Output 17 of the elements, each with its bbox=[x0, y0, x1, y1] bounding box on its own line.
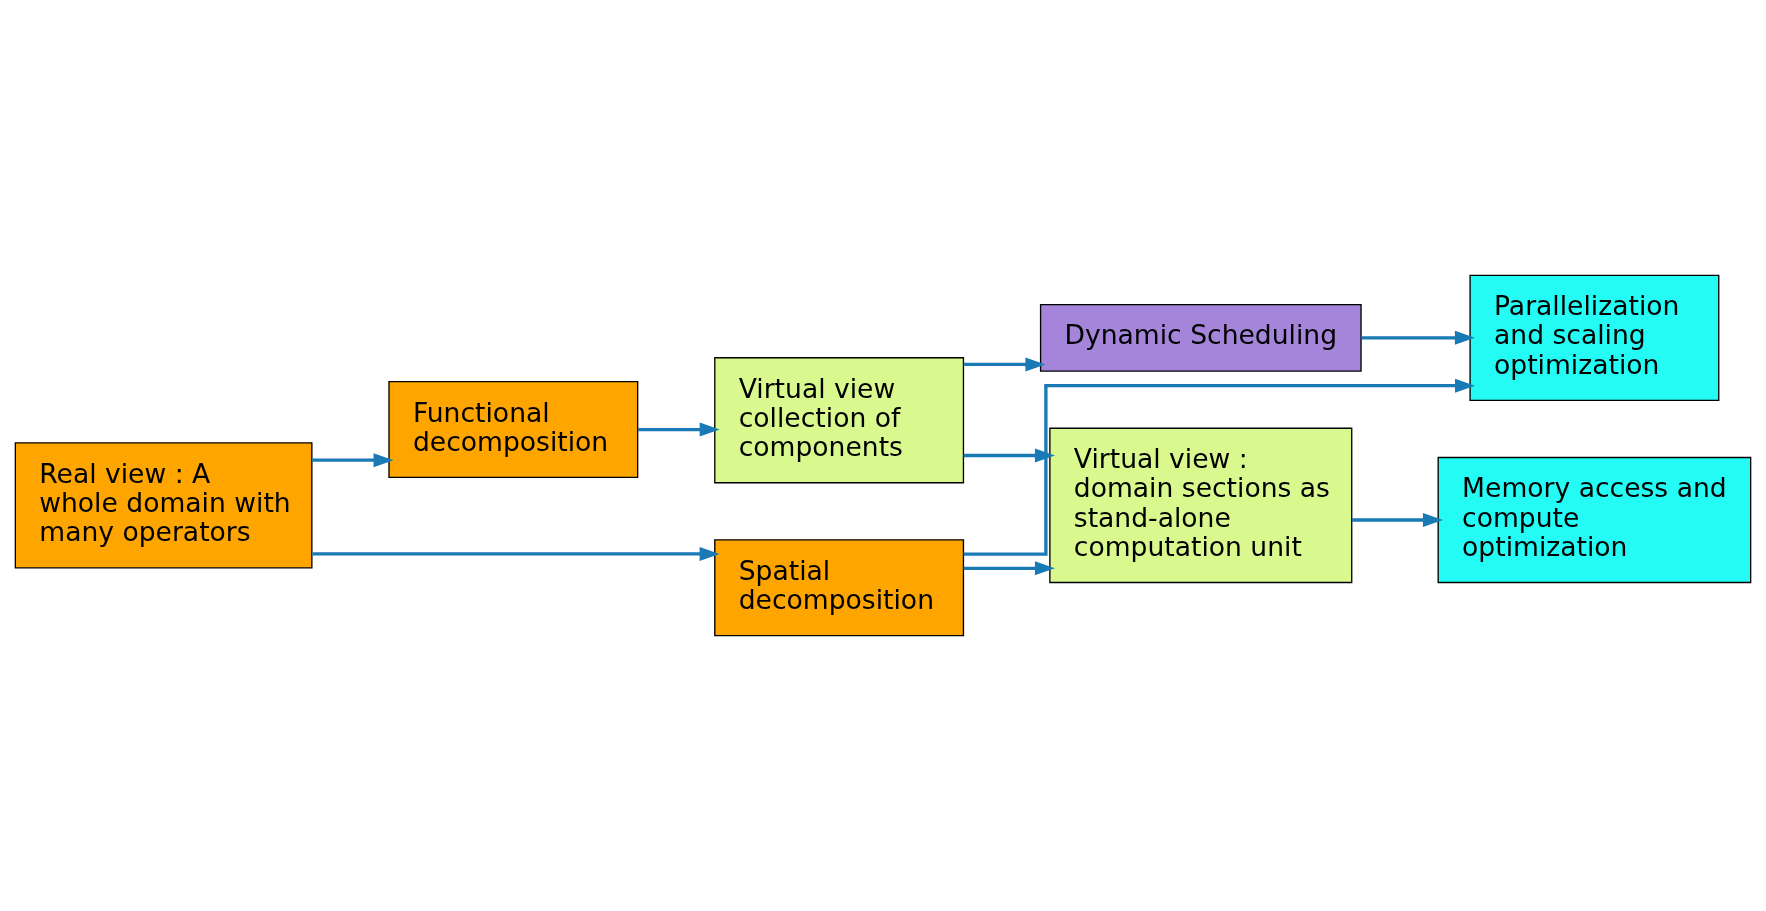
arrow bbox=[637, 422, 720, 437]
arrow bbox=[311, 453, 394, 468]
arrow bbox=[963, 357, 1046, 372]
arrow bbox=[963, 378, 1475, 556]
arrow bbox=[963, 448, 1055, 463]
node-box: Spatial decomposition bbox=[714, 539, 965, 637]
node-box: Virtual view : domain sections as stand-alone computation unit bbox=[1049, 427, 1353, 584]
node-box: Memory access and compute optimization bbox=[1437, 456, 1752, 584]
node-box: Virtual view collection of components bbox=[714, 357, 965, 484]
node-box: Functional decomposition bbox=[388, 381, 639, 479]
node-box: Dynamic Scheduling bbox=[1039, 303, 1362, 372]
arrow bbox=[312, 546, 720, 561]
arrow bbox=[1351, 513, 1443, 527]
node-box: Real view : A whole domain with many operators bbox=[14, 442, 313, 569]
arrow bbox=[963, 561, 1055, 576]
node-box: Parallelization and scaling optimization bbox=[1469, 274, 1720, 401]
arrow bbox=[1361, 330, 1475, 345]
